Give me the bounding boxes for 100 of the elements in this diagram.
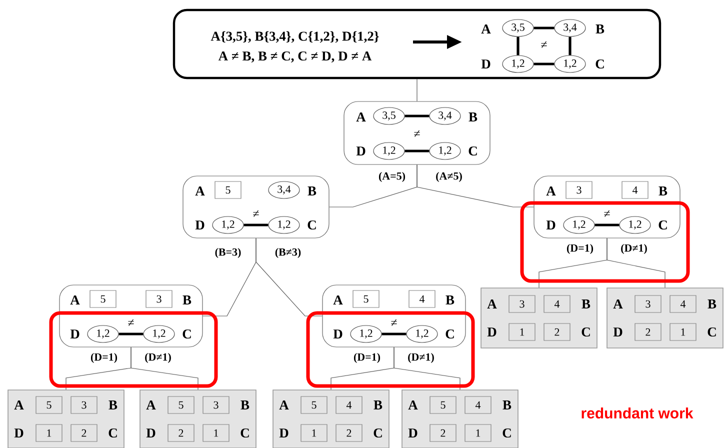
branch-line — [416, 78, 418, 102]
variable-letter: A — [333, 296, 343, 304]
constraint-line — [404, 150, 430, 152]
value-box: 1 — [300, 424, 328, 442]
variable-letter: B — [708, 300, 716, 308]
variable-letter: C — [596, 59, 604, 69]
variable-letter: D — [613, 328, 622, 336]
variable-letter: C — [446, 329, 454, 339]
variable-letter: B — [308, 186, 316, 196]
value-box: 1 — [36, 424, 62, 442]
branch-label: (A≠5) — [436, 172, 462, 182]
variable-letter: C — [108, 428, 117, 438]
branch-line — [416, 164, 534, 208]
constraint-line — [382, 332, 406, 336]
value-box: 4 — [336, 396, 362, 414]
variable-letter: B — [658, 186, 668, 196]
search-state-box — [344, 101, 490, 165]
variable-letter: D — [279, 428, 288, 438]
value-box: 5 — [90, 290, 116, 308]
branch-line — [130, 347, 198, 390]
variable-letter: C — [374, 428, 382, 438]
variable-letter: C — [708, 327, 716, 337]
edge-label: ≠ — [391, 319, 397, 326]
constraint-line — [534, 26, 554, 30]
value-box: 4 — [464, 396, 492, 414]
value-box: 3 — [202, 396, 230, 414]
annotation-text: redundant work — [582, 408, 694, 418]
variable-letter: B — [182, 296, 192, 304]
variable-letter: C — [582, 327, 590, 337]
value-box: 3 — [146, 290, 172, 308]
variable-letter: B — [582, 300, 590, 308]
value-box: 4 — [670, 295, 696, 313]
value-box: 5 — [168, 396, 194, 414]
constraint-line — [118, 332, 144, 336]
value-box: 2 — [430, 424, 456, 442]
variable-letter: A — [481, 24, 491, 34]
value-box: 5 — [352, 290, 380, 308]
value-box: 2 — [168, 424, 194, 442]
variable-letter: D — [546, 220, 556, 230]
branch-label: (D=1) — [354, 353, 380, 363]
variable-letter: D — [70, 330, 80, 338]
constraint-line — [568, 36, 572, 56]
variable-letter: B — [374, 400, 382, 410]
branch-line — [606, 238, 666, 288]
value-box: 5 — [300, 396, 328, 414]
edge-label: ≠ — [253, 210, 259, 217]
edge-label: ≠ — [128, 319, 134, 326]
value-box: 1 — [670, 323, 696, 341]
problem-box — [172, 8, 662, 80]
variable-letter: D — [408, 428, 418, 438]
constraint-text: A ≠ B, B ≠ C, C ≠ D, D ≠ A — [218, 52, 372, 63]
branch-label: (D≠1) — [621, 244, 647, 254]
solution-box — [606, 288, 724, 348]
variable-letter: A — [70, 296, 80, 304]
variable-letter: C — [182, 329, 191, 339]
variable-letter: B — [502, 400, 512, 410]
variable-letter: A — [146, 400, 156, 410]
variable-letter: C — [658, 220, 667, 230]
search-state-box — [182, 176, 330, 238]
value-box: 4 — [622, 181, 648, 199]
solution-box — [480, 288, 598, 348]
branch-label: (D≠1) — [145, 353, 171, 363]
value-box: 1 — [464, 424, 492, 442]
variable-letter: D — [487, 328, 496, 336]
value-box: 3 — [70, 396, 98, 414]
branch-label: (D≠1) — [408, 353, 434, 363]
edge-label: ≠ — [604, 210, 610, 217]
branch-label: (B≠3) — [275, 248, 301, 258]
value-box: 3 — [566, 181, 592, 199]
variable-letter: A — [408, 400, 418, 410]
constraint-line — [244, 224, 268, 226]
inequality-sign: ≠ — [414, 130, 420, 137]
variable-letter: C — [240, 428, 249, 438]
solution-box — [272, 390, 390, 448]
value-box: 5 — [214, 181, 242, 199]
value-box: 3 — [508, 295, 536, 313]
inequality-sign: ≠ — [541, 41, 547, 48]
variable-letter: D — [356, 146, 366, 156]
branch-line — [256, 238, 322, 316]
variable-letter: A — [279, 400, 289, 410]
variable-letter: D — [481, 60, 490, 68]
variable-letter: C — [468, 146, 477, 156]
solution-box — [402, 390, 518, 448]
value-box: 4 — [544, 295, 570, 313]
search-state-box — [322, 284, 466, 348]
search-state-box — [59, 284, 203, 348]
constraint-line — [516, 36, 520, 56]
branch-label: (D=1) — [90, 353, 118, 363]
constraint-line — [404, 114, 430, 118]
branch-label: (D=1) — [566, 244, 594, 254]
value-box: 1 — [202, 424, 230, 442]
solution-box — [140, 390, 256, 448]
variable-letter: B — [468, 112, 478, 122]
variable-letter: C — [502, 428, 511, 438]
variable-letter: B — [108, 400, 118, 410]
branch-label: (B=3) — [215, 248, 241, 258]
solution-box — [8, 390, 124, 448]
value-box: 1 — [508, 323, 536, 341]
constraint-line — [534, 62, 554, 66]
value-box: 5 — [430, 396, 456, 414]
